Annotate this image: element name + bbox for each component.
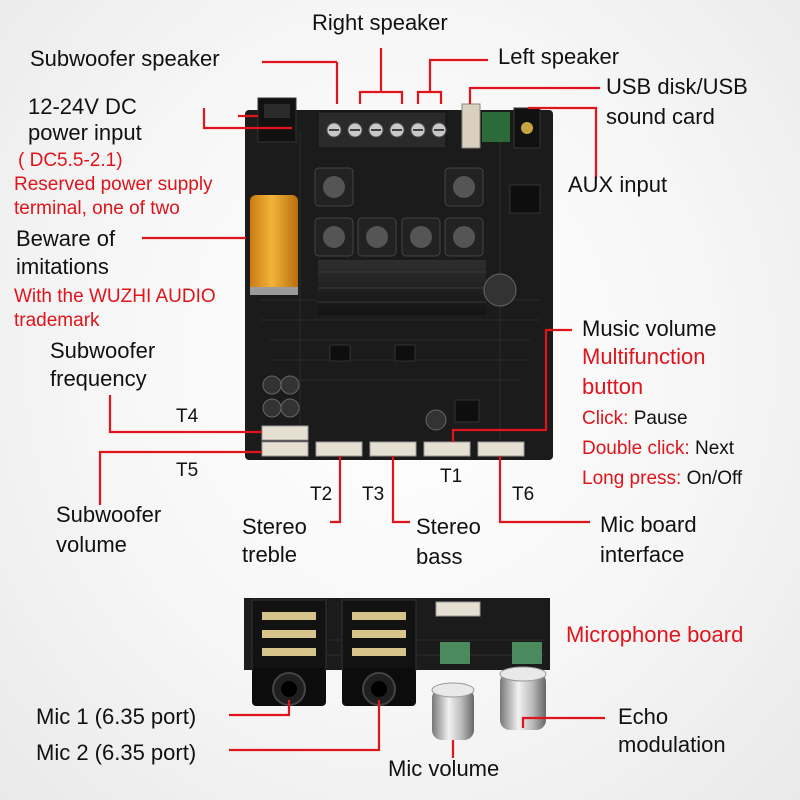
click-key: Click: <box>582 408 629 429</box>
subwoofer-volume-line2: volume <box>56 532 127 557</box>
terminal-t2: T2 <box>310 484 333 505</box>
mic-board-interface-line1: Mic board <box>600 512 697 537</box>
usb-label-line2: sound card <box>606 104 715 129</box>
long-press-action: Long press: On/Off <box>582 468 742 490</box>
reserved-line2: terminal, one of two <box>14 198 180 219</box>
stereo-treble-line2: treble <box>242 542 298 567</box>
main-pcb <box>245 97 553 460</box>
reserved-line1: Reserved power supply <box>14 174 213 195</box>
terminal-t6: T6 <box>512 484 535 505</box>
usb-label-line1: USB disk/USB <box>606 74 748 99</box>
stereo-bass-line1: Stereo <box>416 514 481 539</box>
double-click-key: Double click: <box>582 438 690 459</box>
click-value: Pause <box>628 408 688 429</box>
music-volume-label: Music volume <box>582 316 717 341</box>
beware-line1: Beware of <box>16 226 116 251</box>
mic-board-interface-line2: interface <box>600 542 685 567</box>
mic2-label: Mic 2 (6.35 port) <box>36 740 197 765</box>
left-speaker-label: Left speaker <box>498 44 620 69</box>
terminal-t5: T5 <box>176 460 199 481</box>
double-click-action: Double click: Next <box>582 438 734 460</box>
echo-line2: modulation <box>618 732 726 757</box>
long-press-key: Long press: <box>582 468 682 489</box>
multifunction-line1: Multifunction <box>582 344 706 369</box>
stereo-treble-line1: Stereo <box>242 514 307 539</box>
dc-size-label: ( DC5.5-2.1) <box>18 150 123 171</box>
mic-pcb <box>244 598 550 740</box>
trademark-line2: trademark <box>14 310 100 331</box>
terminal-t1: T1 <box>440 466 463 487</box>
power-input-line1: 12-24V DC <box>28 94 137 119</box>
subwoofer-volume-line1: Subwoofer <box>56 502 162 527</box>
subwoofer-frequency-line1: Subwoofer <box>50 338 156 363</box>
microphone-board-title: Microphone board <box>566 622 744 647</box>
aux-input-label: AUX input <box>568 172 668 197</box>
mic1-label: Mic 1 (6.35 port) <box>36 704 197 729</box>
beware-line2: imitations <box>16 254 109 279</box>
click-action: Click: Pause <box>582 408 688 430</box>
power-input-line2: power input <box>28 120 142 145</box>
right-speaker-label: Right speaker <box>312 10 448 35</box>
echo-line1: Echo <box>618 704 669 729</box>
trademark-line1: With the WUZHI AUDIO <box>14 286 216 307</box>
stereo-bass-line2: bass <box>416 544 463 569</box>
subwoofer-speaker-label: Subwoofer speaker <box>30 46 220 71</box>
double-click-value: Next <box>689 438 735 459</box>
long-press-value: On/Off <box>681 468 743 489</box>
leader-lines <box>98 48 605 758</box>
subwoofer-frequency-line2: frequency <box>50 366 147 391</box>
multifunction-line2: button <box>582 374 644 399</box>
terminal-t3: T3 <box>362 484 385 505</box>
mic-volume-label: Mic volume <box>388 756 500 781</box>
terminal-t4: T4 <box>176 406 199 427</box>
